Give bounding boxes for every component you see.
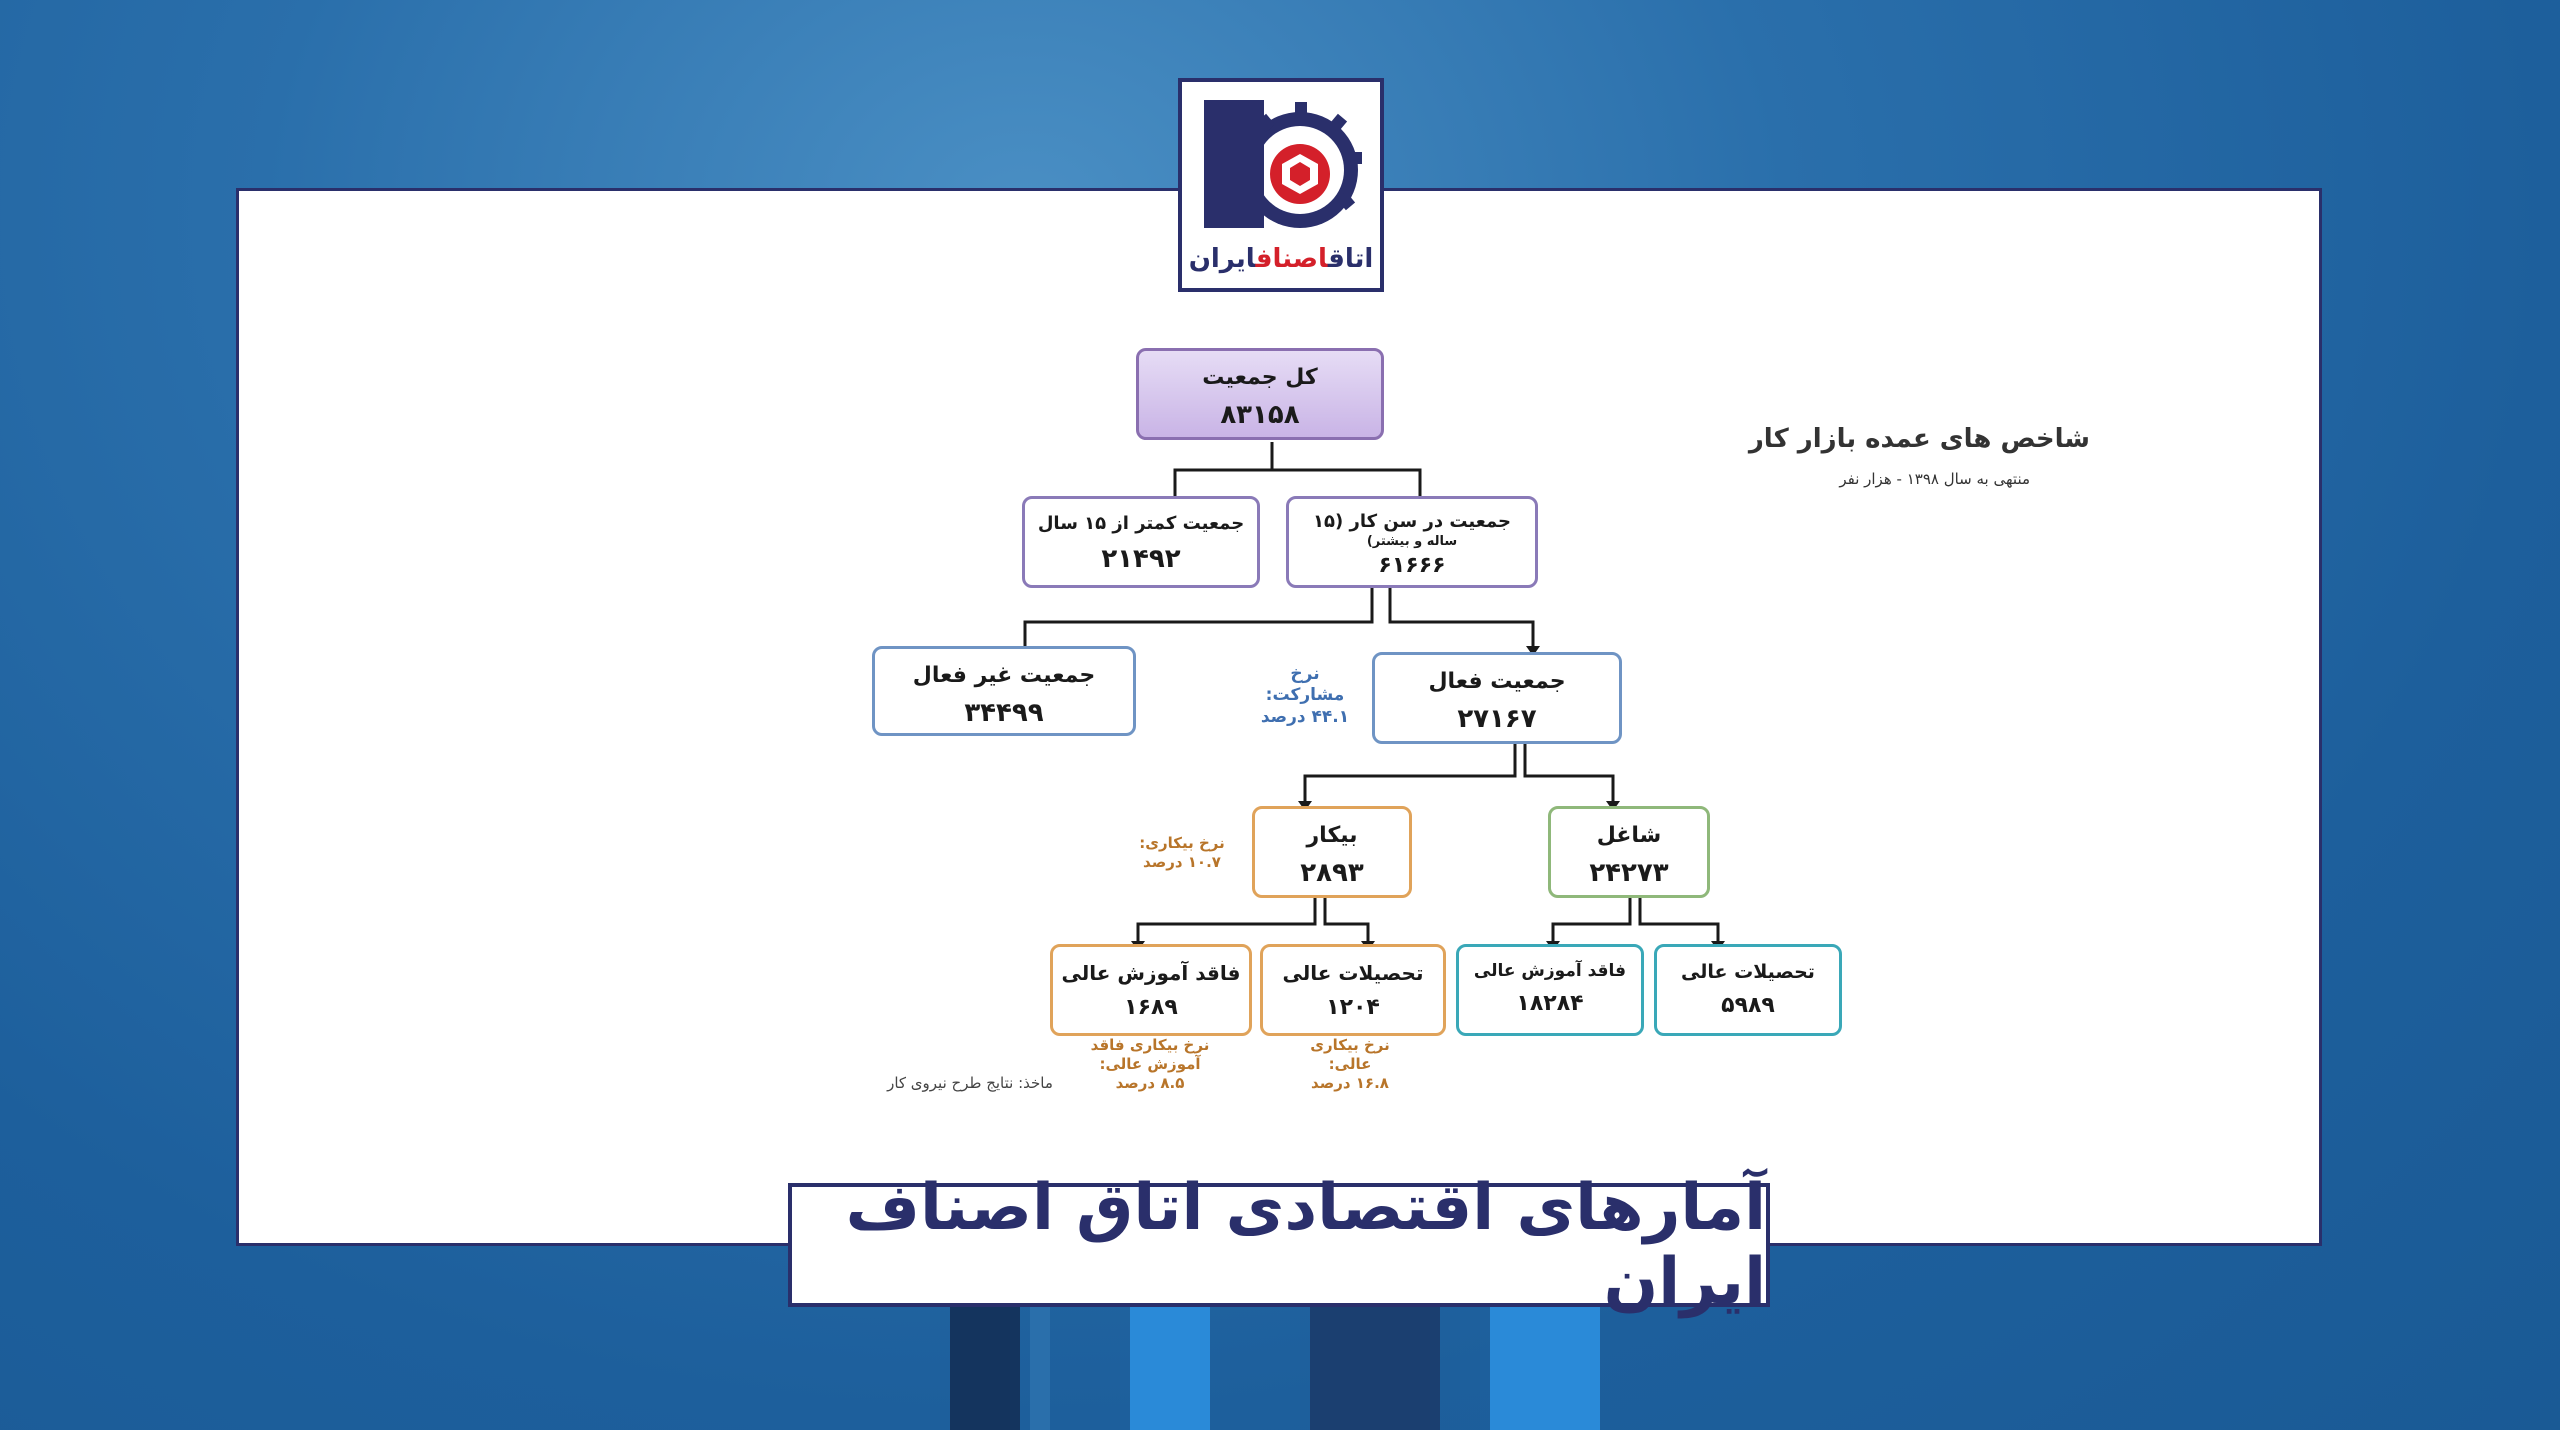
node-employed-no-higher-ed: فاقد آموزش عالی ۱۸۲۸۴ <box>1456 944 1644 1036</box>
chart-subtitle: منتهی به سال ۱۳۹۸ - هزار نفر <box>1839 470 2030 488</box>
node-label: بیکار <box>1306 823 1358 848</box>
title-banner: آمارهای اقتصادی اتاق اصناف ایران <box>788 1171 1770 1319</box>
node-value: ۳۴۴۹۹ <box>964 698 1044 728</box>
node-unemployed: بیکار ۲۸۹۳ <box>1252 806 1412 898</box>
participation-rate-note: نرخ مشارکت: ۴۴.۱ درصد <box>1260 664 1350 727</box>
node-label: جمعیت فعال <box>1428 669 1566 694</box>
node-unemployed-higher-ed: تحصیلات عالی ۱۲۰۴ <box>1260 944 1446 1036</box>
gear-logo-icon <box>1204 100 1362 228</box>
node-employed-higher-ed: تحصیلات عالی ۵۹۸۹ <box>1654 944 1842 1036</box>
unemployment-rate-note: نرخ بیکاری: ۱۰.۷ درصد <box>1139 834 1225 871</box>
node-value: ۲۷۱۶۷ <box>1457 704 1537 734</box>
node-under-15: جمعیت کمتر از ۱۵ سال ۲۱۴۹۲ <box>1022 496 1260 588</box>
node-label: شاغل <box>1596 823 1662 848</box>
decorative-bars <box>950 1300 1650 1430</box>
node-value: ۲۴۲۷۳ <box>1589 858 1669 888</box>
node-active: جمعیت فعال ۲۷۱۶۷ <box>1372 652 1622 744</box>
node-sublabel: ساله و بیشتر) <box>1366 534 1458 549</box>
source-note: ماخذ: نتایج طرح نیروی کار <box>887 1074 1053 1092</box>
node-value: ۵۹۸۹ <box>1721 993 1775 1018</box>
unemp-higher-rate-note: نرخ بیکاری عالی: ۱۶.۸ درصد <box>1310 1036 1390 1092</box>
node-working-age: جمعیت در سن کار (۱۵ ساله و بیشتر) ۶۱۶۶۶ <box>1286 496 1538 588</box>
node-value: ۱۲۰۴ <box>1326 995 1380 1020</box>
node-value: ۱۸۲۸۴ <box>1516 991 1584 1016</box>
node-label: فاقد آموزش عالی <box>1061 961 1241 985</box>
node-value: ۱۶۸۹ <box>1124 995 1178 1020</box>
node-value: ۸۳۱۵۸ <box>1220 400 1300 430</box>
node-label: جمعیت غیر فعال <box>912 663 1096 688</box>
node-value: ۲۱۴۹۲ <box>1101 544 1181 574</box>
logo: اتاقاصنافایران <box>1178 78 1384 292</box>
node-unemployed-no-higher-ed: فاقد آموزش عالی ۱۶۸۹ <box>1050 944 1252 1036</box>
chart-title: شاخص های عمده بازار کار <box>1748 424 2090 454</box>
unemp-no-higher-rate-note: نرخ بیکاری فاقد آموزش عالی: ۸.۵ درصد <box>1090 1036 1210 1092</box>
node-total-population: کل جمعیت ۸۳۱۵۸ <box>1136 348 1384 440</box>
node-label: تحصیلات عالی <box>1282 961 1424 985</box>
node-inactive: جمعیت غیر فعال ۳۴۴۹۹ <box>872 646 1136 736</box>
node-label: کل جمعیت <box>1202 365 1318 390</box>
banner-title: آمارهای اقتصادی اتاق اصناف ایران <box>845 1171 1766 1319</box>
node-label: جمعیت در سن کار (۱۵ <box>1313 511 1511 532</box>
node-value: ۲۸۹۳ <box>1300 858 1364 888</box>
node-employed: شاغل ۲۴۲۷۳ <box>1548 806 1710 898</box>
node-value: ۶۱۶۶۶ <box>1378 553 1446 578</box>
node-label: فاقد آموزش عالی <box>1473 961 1627 981</box>
logo-text: اتاقاصنافایران <box>1188 244 1374 274</box>
node-label: تحصیلات عالی <box>1681 961 1815 983</box>
node-label: جمعیت کمتر از ۱۵ سال <box>1037 513 1245 534</box>
